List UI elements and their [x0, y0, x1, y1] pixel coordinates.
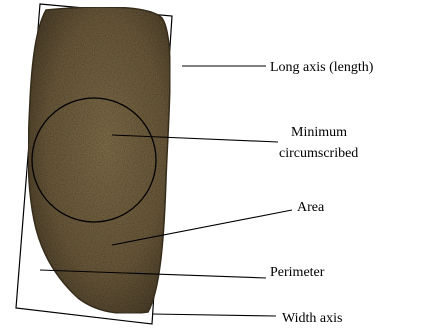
width-axis-label: Width axis [282, 311, 342, 326]
seed-shape [28, 7, 170, 313]
minimum-label-line1: Minimum [291, 125, 347, 140]
width-axis-leader [152, 314, 276, 316]
long-axis-label: Long axis (length) [270, 60, 374, 75]
perimeter-label: Perimeter [270, 265, 325, 280]
area-label: Area [297, 200, 325, 215]
minimum-label-line2: circumscribed [279, 146, 358, 161]
